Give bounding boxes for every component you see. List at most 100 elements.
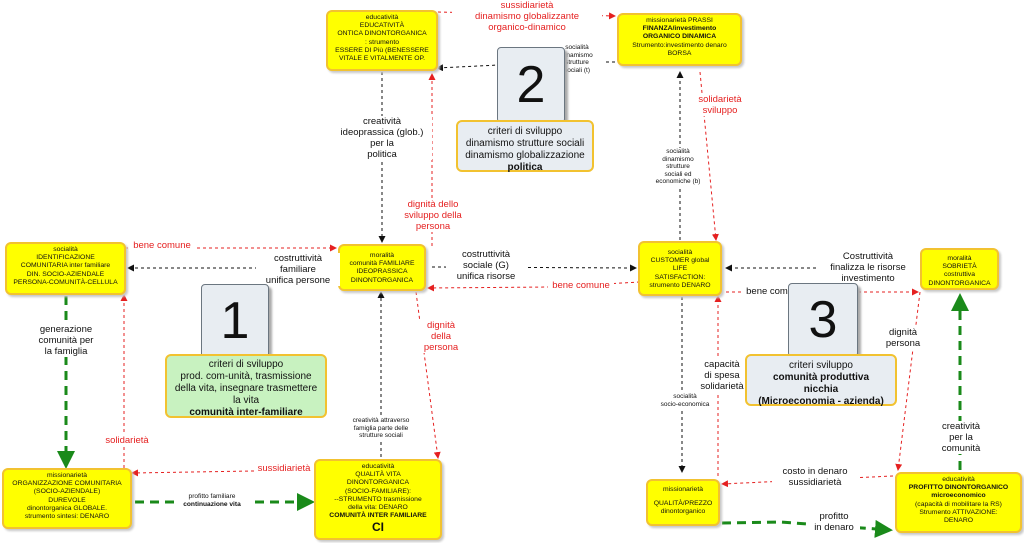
label-creativita-comunita: creatività per la comunità xyxy=(934,421,988,454)
label-capacita-spesa: capacità di spesa solidarietà xyxy=(692,359,752,392)
label-line: famiglia parte delle xyxy=(353,424,409,432)
node-line: Strumento ATTIVAZIONE: xyxy=(919,508,998,516)
label-generazione-comunita: generazione comunità per la famiglia xyxy=(26,324,106,357)
node-line: costruttiva xyxy=(944,271,975,279)
node-line: strumento DENARO xyxy=(649,281,711,289)
node-line: educatività xyxy=(942,476,975,483)
criteria-box-2: criteri di sviluppo dinamismo strutture … xyxy=(456,120,594,173)
criteria-line: criteri di sviluppo xyxy=(487,126,563,137)
node-line: ORGANIZZAZIONE COMUNITARIA xyxy=(12,480,122,488)
node-line: socialità xyxy=(667,249,693,256)
criteria-line: (Microeconomia - azienda) xyxy=(758,396,884,407)
label-line: finalizza le risorse xyxy=(830,262,906,273)
label-bene-comune-top: bene comune xyxy=(129,240,195,251)
node-line: PROFITTO DINONTORGANICO xyxy=(908,484,1009,492)
label-line: socialità xyxy=(666,148,690,155)
label-line: bene comune xyxy=(133,240,191,251)
label-costo-denaro: costo in denaro sussidiarietà xyxy=(772,466,858,488)
label-line: costruttività xyxy=(273,253,323,264)
label-costruttivita-familiare: costruttività familiare unifica persone xyxy=(256,253,340,286)
label-line: strutture sociali xyxy=(359,432,403,439)
label-line: di spesa xyxy=(704,370,740,381)
node-line: comunità FAMILIARE xyxy=(349,260,415,268)
label-line: bene com xyxy=(746,286,788,297)
label-line: sviluppo xyxy=(702,105,738,116)
label-line: sussidiarietà xyxy=(788,477,842,488)
node-educativita-profitto[interactable]: educatività PROFITTO DINONTORGANICO micr… xyxy=(895,472,1022,533)
criteria-line: dinamismo strutture sociali xyxy=(465,138,585,149)
label-line: comunità xyxy=(941,443,981,454)
section-number-3: 3 xyxy=(788,283,858,357)
node-line: IDEOPRASSICA xyxy=(356,268,408,276)
node-line: educatività xyxy=(365,14,399,21)
node-line: missionarietà PRASSI xyxy=(646,17,713,24)
node-line: DIN. SOCIO-AZIENDALE xyxy=(26,270,105,278)
criteria-box-3: criteri sviluppo comunità produttiva nic… xyxy=(745,354,897,407)
label-line: familiare xyxy=(280,264,316,275)
node-educativita-ontica[interactable]: educatività EDUCATIVITÀ ONTICA DINONTORG… xyxy=(326,10,438,71)
node-line: strumento sintesi: DENARO xyxy=(24,513,110,521)
label-costruttivita-sociale: costruttività sociale (G) unifica risors… xyxy=(446,249,526,282)
label-line: solidarietà xyxy=(700,381,744,392)
label-line: unifica persone xyxy=(265,275,331,286)
label-line: socio-economica xyxy=(660,400,710,408)
label-line: organico-dinamico xyxy=(488,22,566,33)
criteria-line: comunità produttiva xyxy=(772,372,870,383)
node-socialita-customer[interactable]: socialità CUSTOMER global LIFE SATISFACT… xyxy=(638,241,722,296)
node-missionarieta-prassi[interactable]: missionarietà PRASSI FINANZA/investiment… xyxy=(617,13,742,66)
label-line: sociali ed xyxy=(664,170,692,178)
node-missionarieta-qualita-prezzo[interactable]: missionarietà QUALITÀ/PREZZO dinontorgan… xyxy=(646,479,720,526)
node-line: moralità xyxy=(947,255,972,262)
node-line: (SOCIO-FAMILIARE): xyxy=(344,487,412,495)
node-line: DENARO xyxy=(943,517,974,525)
node-moralita-sobrieta[interactable]: moralità SOBRIETÀ costruttiva DINONTORGA… xyxy=(920,248,999,290)
label-line: solidarietà xyxy=(698,94,742,105)
node-line: EDUCATIVITÀ xyxy=(359,22,405,30)
label-line: sussidiarietà xyxy=(500,0,554,11)
node-line: dinontorganica GLOBALE. xyxy=(26,504,108,512)
label-line: generazione xyxy=(39,324,93,335)
edge-miss-bottom-to-educ-right xyxy=(721,519,893,538)
edge-mor-center-to-educ-center xyxy=(415,291,441,459)
label-line: socialità xyxy=(673,393,697,400)
label-line: persona xyxy=(885,338,921,349)
node-line: DINONTORGANICA xyxy=(346,479,410,487)
node-moralita-familiare[interactable]: moralità comunità FAMILIARE IDEOPRASSICA… xyxy=(338,244,426,291)
node-line: --STRUMENTO trasmissione xyxy=(334,495,422,503)
node-line: PERSONA-COMUNITÀ-CELLULA xyxy=(13,278,118,286)
node-line: della vita: DENARO xyxy=(348,504,408,512)
label-creativita-famiglia: creatività attraverso famiglia parte del… xyxy=(343,417,419,440)
criteria-line: politica xyxy=(507,162,543,173)
node-line: LIFE xyxy=(672,265,688,273)
label-line: profitto xyxy=(819,511,849,522)
section-number-1: 1 xyxy=(201,284,269,358)
edge-miss-top-to-soc-right xyxy=(699,71,719,241)
node-line: QUALITÀ/PREZZO xyxy=(653,500,713,508)
label-line: costo in denaro xyxy=(782,466,848,477)
node-line: missionarietà xyxy=(662,486,704,493)
label-line: economiche (b) xyxy=(655,178,701,185)
label-line: dinamismo xyxy=(662,155,694,163)
label-profitto-familiare: profitto familiare continuazione vita xyxy=(174,493,250,509)
node-line: educatività xyxy=(361,463,395,470)
node-line: ONTICA DINONTORGANICA xyxy=(337,30,427,38)
label-line: dignità dello xyxy=(407,199,459,210)
label-profitto-denaro: profitto in denaro xyxy=(808,511,860,533)
label-line: dinamismo globalizzante xyxy=(474,11,580,22)
node-socialita-identificazione[interactable]: socialità IDENTIFICAZIONE COMUNITARIA in… xyxy=(5,242,126,295)
node-missionarieta-organizzazione[interactable]: missionarietà ORGANIZZAZIONE COMUNITARIA… xyxy=(2,468,132,529)
section-number-2: 2 xyxy=(497,47,565,123)
criteria-line: nicchia xyxy=(803,384,839,395)
node-educativita-qualita-vita[interactable]: educatività QUALITÀ VITA DINONTORGANICA … xyxy=(314,459,442,540)
label-line: unifica risorse xyxy=(456,271,516,282)
label-line: capacità xyxy=(704,359,740,370)
label-dignita-persona-right: dignità persona xyxy=(878,327,928,349)
label-solidarieta-sviluppo: solidarietà sviluppo xyxy=(690,94,750,116)
label-line: dignità xyxy=(889,327,917,338)
label-line: solidarietà xyxy=(105,435,149,446)
criteria-box-1: criteri di sviluppo prod. com-unità, tra… xyxy=(165,354,327,418)
node-line: Strumento:investimento denaro xyxy=(632,41,727,49)
label-line: politica xyxy=(367,149,397,160)
label-creativita-ideoprassica: creatività ideoprassica (glob.) per la p… xyxy=(332,116,432,160)
label-line: persona xyxy=(415,221,451,232)
